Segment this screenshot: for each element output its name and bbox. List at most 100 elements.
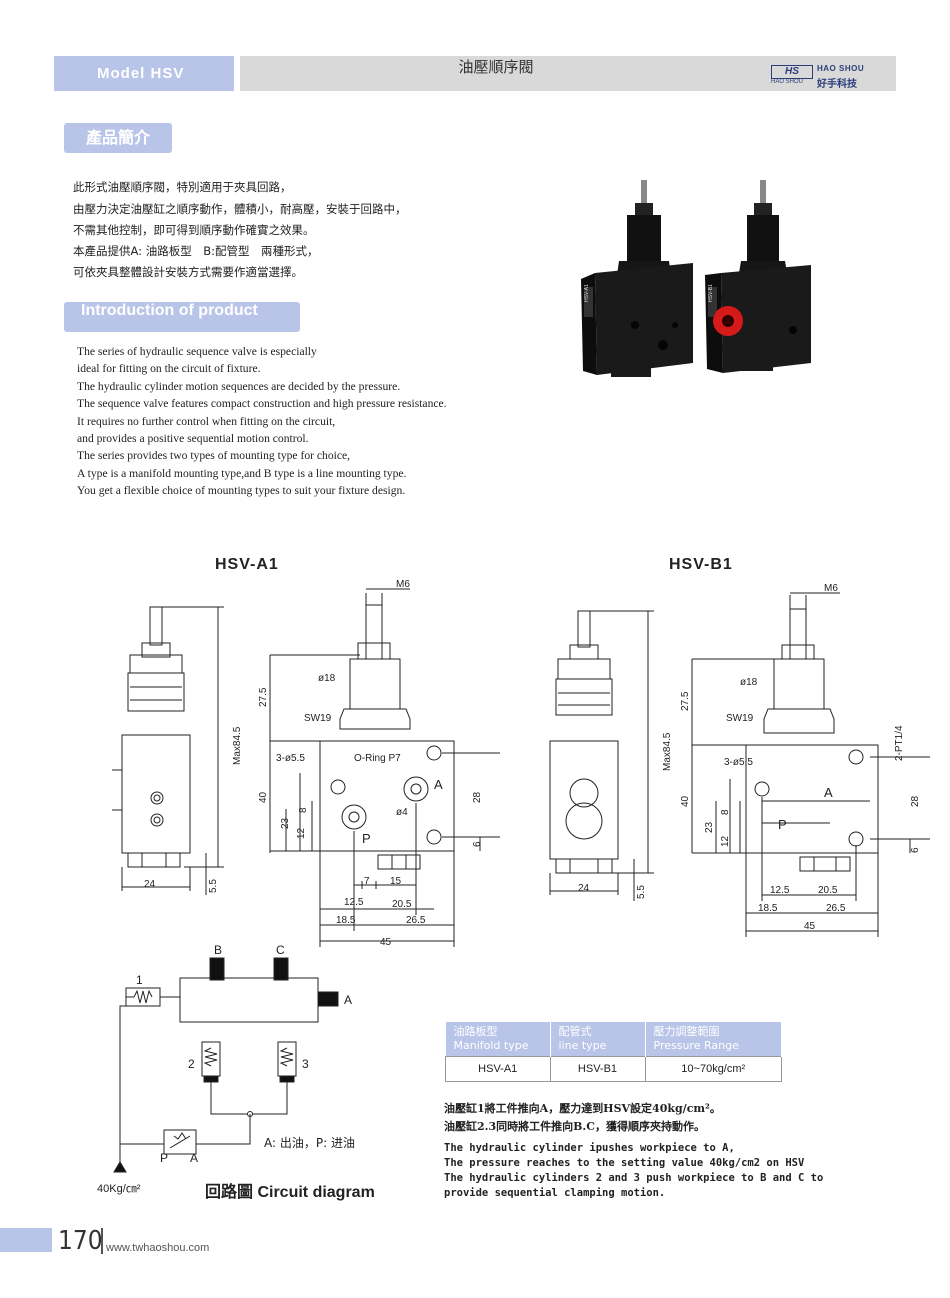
- b1-side-view: [549, 610, 654, 901]
- drawing-title-a1: HSV-A1: [215, 556, 279, 573]
- cylinder-2: [201, 1041, 221, 1083]
- b1-dim-45: 45: [804, 921, 816, 932]
- page-title: 油壓順序閥: [458, 58, 534, 76]
- a1-port-p: P: [362, 831, 371, 846]
- b1-dim-18-5: 18.5: [758, 903, 778, 914]
- a1-dim-26-5: 26.5: [406, 915, 426, 926]
- intro-en-line: and provides a positive sequential motio…: [77, 432, 309, 445]
- b1-port-a: A: [824, 785, 833, 800]
- b1-dim-m6: M6: [824, 583, 838, 594]
- intro-en-line: It requires no further control when fitt…: [77, 415, 336, 428]
- a1-dim-m6: M6: [396, 579, 410, 590]
- a1-dim-5-5: 5.5: [208, 879, 219, 893]
- circuit-legend: A: 出油，P: 进油: [264, 1136, 355, 1150]
- circuit-label-3: 3: [302, 1057, 309, 1071]
- b1-dim-26-5: 26.5: [826, 903, 846, 914]
- b1-dim-8: 8: [720, 809, 731, 815]
- note-en-line: The pressure reaches to the setting valu…: [444, 1157, 805, 1169]
- footer-bar: [0, 1228, 52, 1252]
- a1-dim-15: 15: [390, 876, 402, 887]
- spec-cell: HSV-A1: [445, 1056, 551, 1082]
- intro-en-line: A type is a manifold mounting type,and B…: [77, 467, 407, 480]
- footer-divider: [101, 1228, 103, 1254]
- a1-dim-6: 6: [472, 841, 483, 847]
- a1-dim-12: 12: [296, 827, 307, 839]
- pump-icon: [113, 1161, 127, 1173]
- b1-dim-max: Max84.5: [662, 732, 673, 771]
- drawing-hsv-a1: Max84.5 24 5.5 M6 ø1: [112, 579, 500, 948]
- valve-b1-photo: HSV-B1: [705, 180, 811, 373]
- valve-a1-photo: HSV-A1: [581, 180, 693, 377]
- a1-dim-28: 28: [472, 791, 483, 803]
- b1-dim-28: 28: [910, 795, 921, 807]
- a1-dim-8: 8: [298, 807, 309, 813]
- circuit-diagram: B C A 1 2 3 P A: [113, 943, 352, 1173]
- pipe-supply: [119, 1005, 164, 1145]
- pipe-to-hsv: [196, 1114, 251, 1145]
- page-number: 170: [58, 1226, 103, 1256]
- note-en-line: The hydraulic cylinders 2 and 3 push wor…: [444, 1172, 824, 1184]
- circuit-label-p: P: [160, 1151, 168, 1165]
- a1-dim-7: 7: [364, 876, 370, 887]
- a1-dim-12-5: 12.5: [344, 897, 364, 908]
- intro-cn-line: 不需其他控制，即可得到順序動作確實之效果。: [73, 223, 315, 237]
- note-cn-line: 油壓缸2.3同時將工件推向B.C，獲得順序夾持動作。: [444, 1120, 706, 1133]
- logo-chinese: 好手科技: [817, 79, 857, 90]
- b1-dim-24: 24: [578, 883, 590, 894]
- b1-dim-12-5: 12.5: [770, 885, 790, 896]
- b1-dim-pt: 2-PT1/4: [894, 725, 905, 761]
- a1-front-view: [269, 588, 500, 947]
- a1-dim-45: 45: [380, 937, 392, 948]
- a1-dim-d18: ø18: [318, 673, 336, 684]
- drawing-title-b1: HSV-B1: [669, 556, 733, 573]
- section-tag-cn: 產品簡介: [64, 123, 172, 153]
- a1-dim-24: 24: [144, 879, 156, 890]
- spec-cell: HSV-B1: [549, 1056, 646, 1082]
- b1-dim-sw19: SW19: [726, 713, 754, 724]
- cylinder-c: [273, 957, 289, 981]
- a1-dim-23: 23: [280, 817, 291, 829]
- header-bar: [240, 56, 896, 91]
- cylinder-3: [277, 1041, 297, 1083]
- a1-port-a: A: [434, 777, 443, 792]
- note-cn-line: 油壓缸1將工件推向A，壓力達到HSV設定40kg/cm²。: [444, 1102, 721, 1115]
- b1-dim-6: 6: [910, 847, 921, 853]
- brand-logo: HS HAO SHOU HAO SHOU 好手科技: [771, 62, 891, 90]
- intro-en-line: The hydraulic cylinder motion sequences …: [77, 380, 401, 393]
- intro-cn-line: 由壓力決定油壓缸之順序動作，體積小，耐高壓，安裝于回路中，: [73, 202, 407, 216]
- website-link[interactable]: www.twhaoshou.com: [106, 1242, 210, 1254]
- pipe-2-3: [210, 1082, 288, 1115]
- product-photo: HSV-A1 HSV-B1: [581, 180, 811, 377]
- a1-dim-40: 40: [258, 791, 269, 803]
- circuit-label-a: A: [344, 993, 352, 1007]
- b1-dim-12: 12: [720, 835, 731, 847]
- logo-english: HAO SHOU: [817, 64, 865, 73]
- logo-subtext: HAO SHOU: [771, 79, 804, 85]
- b1-dim-27-5: 27.5: [680, 691, 691, 711]
- b1-port-p: P: [778, 817, 787, 832]
- intro-cn-line: 本產品提供A: 油路板型 B:配管型 兩種形式，: [73, 244, 319, 258]
- circuit-label-b: B: [214, 943, 222, 957]
- circuit-label-2: 2: [188, 1057, 195, 1071]
- b1-dim-23: 23: [704, 821, 715, 833]
- circuit-pressure: 40Kg/㎝²: [97, 1183, 141, 1195]
- b1-dim-d18: ø18: [740, 677, 758, 688]
- a1-dim-d55: 3-ø5.5: [276, 753, 305, 764]
- a1-dim-20-5: 20.5: [392, 899, 412, 910]
- intro-cn-line: 此形式油壓順序閥，特別適用于夾具回路，: [73, 180, 292, 194]
- cylinder-a: [317, 991, 339, 1007]
- spec-cell: 10~70kg/cm²: [644, 1056, 782, 1082]
- a1-dim-d4: ø4: [396, 807, 408, 818]
- intro-en-line: ideal for fitting on the circuit of fixt…: [77, 362, 261, 375]
- cylinder-b: [209, 957, 225, 981]
- a1-dim-max: Max84.5: [232, 726, 243, 765]
- circuit-label-pa: A: [190, 1151, 198, 1165]
- intro-en-line: The sequence valve features compact cons…: [77, 397, 447, 410]
- b1-dim-40: 40: [680, 795, 691, 807]
- drawing-hsv-b1: Max84.5 24 5.5 M6 ø18 SW19 3-ø5: [549, 583, 930, 937]
- intro-en-line: You get a flexible choice of mounting ty…: [77, 484, 406, 497]
